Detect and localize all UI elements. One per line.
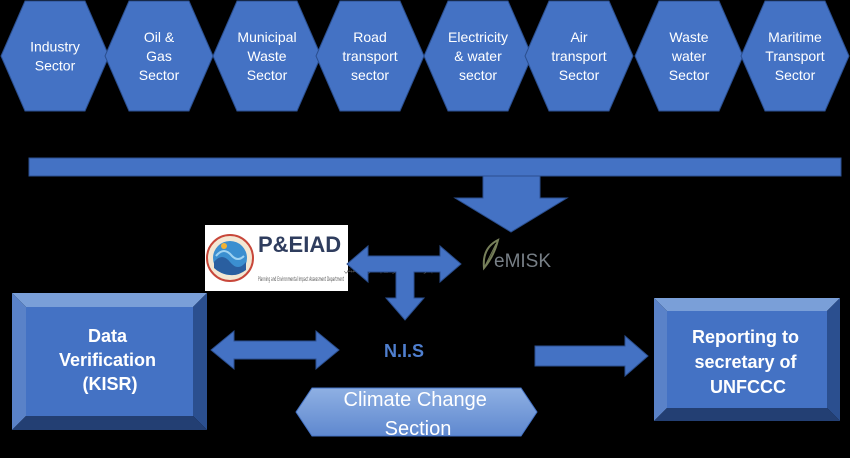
climate-change-label: Climate Change Section [344, 389, 493, 440]
logo-connector-arrow [346, 244, 462, 321]
sector-label-line: Sector [139, 67, 180, 83]
sector-label-line: Waste [247, 48, 286, 64]
sector-label-line: Sector [669, 67, 710, 83]
down-arrow [453, 175, 569, 233]
sector-label-line: sector [459, 67, 497, 83]
sector-hexagon-shape [524, 0, 634, 112]
sector-label: Road transport sector [342, 29, 397, 83]
sector-label-line: Sector [35, 58, 76, 74]
reporting-box: Reporting to secretary of UNFCCC [654, 298, 840, 421]
emisk-logo: eMISK [482, 238, 551, 272]
collector-bar [28, 157, 842, 177]
sector-hexagon-shape [740, 0, 850, 112]
sector-label-line: Transport [765, 48, 825, 64]
sector-label: Electricity & water sector [448, 29, 508, 83]
sector-label-line: & water [454, 48, 502, 64]
sector-label-line: Road [353, 29, 386, 45]
wave-globe-icon [206, 234, 254, 282]
sector-label-line: Sector [775, 67, 816, 83]
verification-nis-arrow [210, 329, 340, 371]
sector-hexagon-shape [0, 0, 110, 112]
sector-label-line: Municipal [237, 29, 296, 45]
data-verification-label: Data Verification (KISR) [59, 326, 161, 394]
sector-hexagon-shape [423, 0, 533, 112]
nis-reporting-arrow [534, 334, 649, 378]
sector-label-line: Maritime [768, 29, 822, 45]
sector-label-line: Oil & [144, 29, 175, 45]
sector-hexagon-shape [212, 0, 322, 112]
sector-label-line: Electricity [448, 29, 508, 45]
emisk-logo-name: eMISK [494, 251, 551, 272]
climate-change-section: Climate Change Section [295, 387, 538, 440]
peiad-logo-name: P&EIAD [258, 232, 341, 257]
sector-hexagon-shape [104, 0, 214, 112]
sector-label-line: transport [342, 48, 397, 64]
peiad-logo-english: Planning and Environmental Impact Assess… [258, 276, 344, 283]
sector-label-line: Air [570, 29, 587, 45]
sector-label-line: Industry [30, 39, 80, 55]
sector-hexagon: Electricity & water sector [423, 0, 533, 112]
sector-label-line: Sector [247, 67, 288, 83]
sector-label-line: Waste [669, 29, 708, 45]
sector-label-line: Gas [146, 48, 172, 64]
sector-label-line: water [671, 48, 707, 64]
nis-label: N.I.S [384, 341, 424, 361]
data-verification-box: Data Verification (KISR) [12, 293, 207, 430]
leaf-icon [482, 238, 500, 271]
peiad-logo: P&EIAD إدارة التخطيط وتقييم المردود البي… [205, 225, 433, 291]
sector-hexagon-shape [315, 0, 425, 112]
reporting-label: Reporting to secretary of UNFCCC [692, 327, 804, 397]
sector-label-line: transport [551, 48, 606, 64]
sector-hexagon-shape [634, 0, 744, 112]
sector-hexagon: Road transport sector [315, 0, 425, 112]
sector-label-line: Sector [559, 67, 600, 83]
sector-label-line: sector [351, 67, 389, 83]
